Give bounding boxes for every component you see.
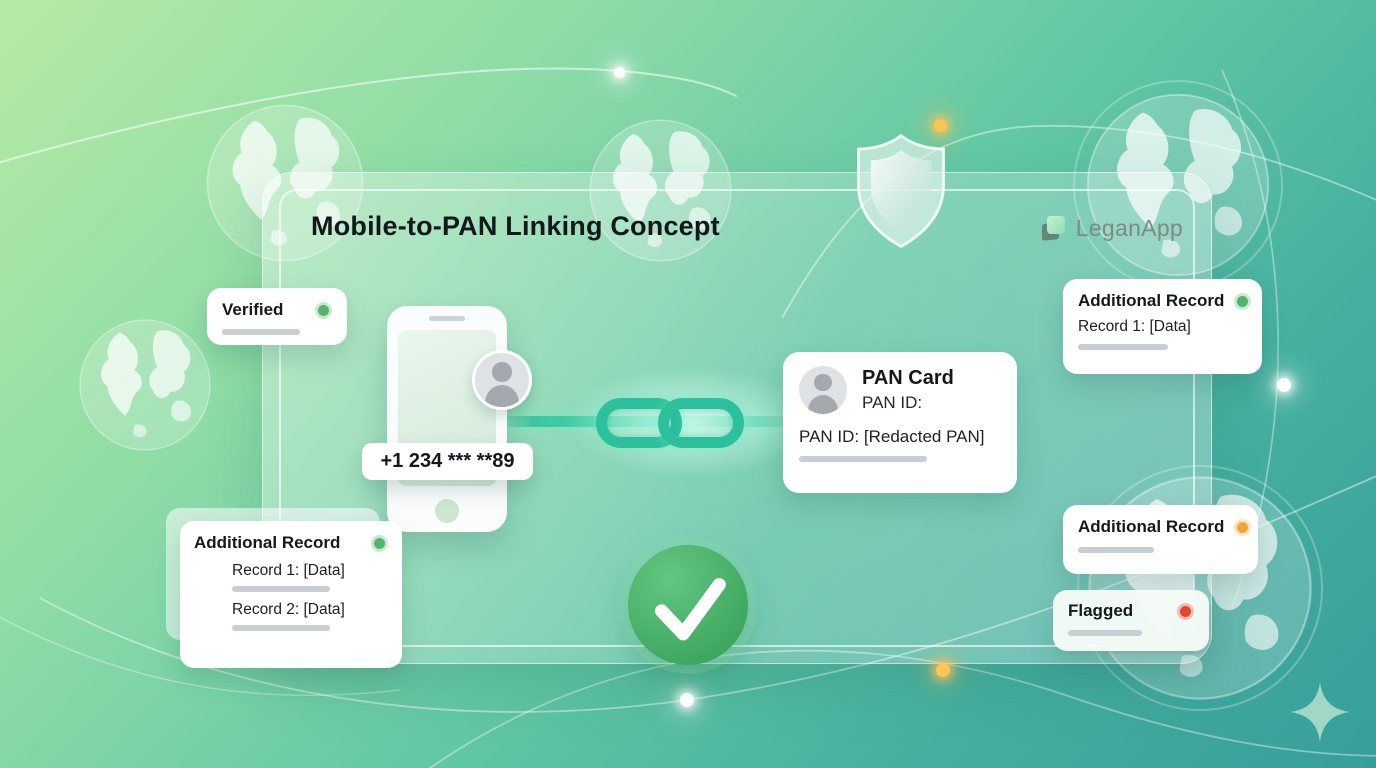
record-line: Record 1: [Data] bbox=[1078, 318, 1191, 335]
checkmark-icon bbox=[655, 578, 726, 641]
particle-dot-orange bbox=[934, 119, 947, 132]
phone-illustration bbox=[387, 306, 507, 532]
particle-dot bbox=[614, 67, 625, 78]
particle-dot bbox=[680, 693, 694, 707]
brand-name: LeganApp bbox=[1075, 215, 1183, 241]
leganapp-logo-icon bbox=[1042, 216, 1067, 241]
placeholder-bar bbox=[1068, 630, 1142, 636]
additional-record-card-top-right: Additional Record Record 1: [Data] bbox=[1063, 279, 1262, 374]
additional-record-card-right: Additional Record bbox=[1063, 505, 1258, 574]
record-line: Record 1: [Data] bbox=[232, 562, 345, 579]
page-title: Mobile-to-PAN Linking Concept bbox=[311, 211, 720, 241]
verified-label: Verified bbox=[222, 300, 284, 319]
status-dot-green bbox=[371, 534, 388, 552]
pan-card: PAN Card PAN ID: PAN ID: [Redacted PAN] bbox=[783, 352, 1017, 493]
particle-dot bbox=[1277, 378, 1291, 392]
status-dot-green bbox=[315, 301, 332, 319]
particle-dot-orange bbox=[936, 663, 950, 677]
success-check-badge bbox=[628, 545, 748, 665]
shield-icon bbox=[857, 133, 945, 249]
record-label: Additional Record bbox=[194, 533, 341, 552]
placeholder-bar bbox=[222, 329, 300, 335]
status-dot-orange bbox=[1234, 518, 1252, 536]
record-label: Additional Record bbox=[1078, 291, 1225, 310]
flagged-label: Flagged bbox=[1068, 601, 1134, 620]
record-label: Additional Record bbox=[1078, 517, 1225, 536]
phone-number: +1 234 *** **89 bbox=[380, 450, 515, 472]
phone-speaker bbox=[429, 316, 465, 321]
pan-id-redacted: PAN ID: [Redacted PAN] bbox=[799, 427, 985, 446]
flagged-badge-card: Flagged bbox=[1053, 590, 1209, 651]
placeholder-bar bbox=[1078, 344, 1168, 350]
status-dot-green bbox=[1234, 292, 1252, 310]
phone-number-pill: +1 234 *** **89 bbox=[362, 443, 533, 480]
placeholder-bar bbox=[1078, 547, 1154, 553]
verified-badge-card: Verified bbox=[207, 288, 347, 345]
pan-card-subtitle: PAN ID: bbox=[862, 393, 923, 412]
pan-avatar-icon bbox=[799, 366, 847, 414]
placeholder-bar bbox=[232, 586, 330, 592]
user-avatar-icon bbox=[472, 350, 532, 410]
chain-link-icon bbox=[596, 396, 748, 450]
placeholder-bar bbox=[232, 625, 330, 631]
placeholder-bar bbox=[799, 456, 927, 462]
sparkle-icon bbox=[1290, 682, 1350, 742]
chain-link-right bbox=[658, 398, 744, 448]
record-line: Record 2: [Data] bbox=[232, 601, 345, 618]
phone-home-button bbox=[435, 499, 459, 523]
brand-logo: LeganApp bbox=[1042, 215, 1183, 242]
status-dot-red bbox=[1177, 602, 1194, 620]
pan-card-title: PAN Card bbox=[862, 367, 954, 389]
additional-record-card-bottom-left: Additional Record Record 1: [Data] Recor… bbox=[180, 521, 402, 668]
